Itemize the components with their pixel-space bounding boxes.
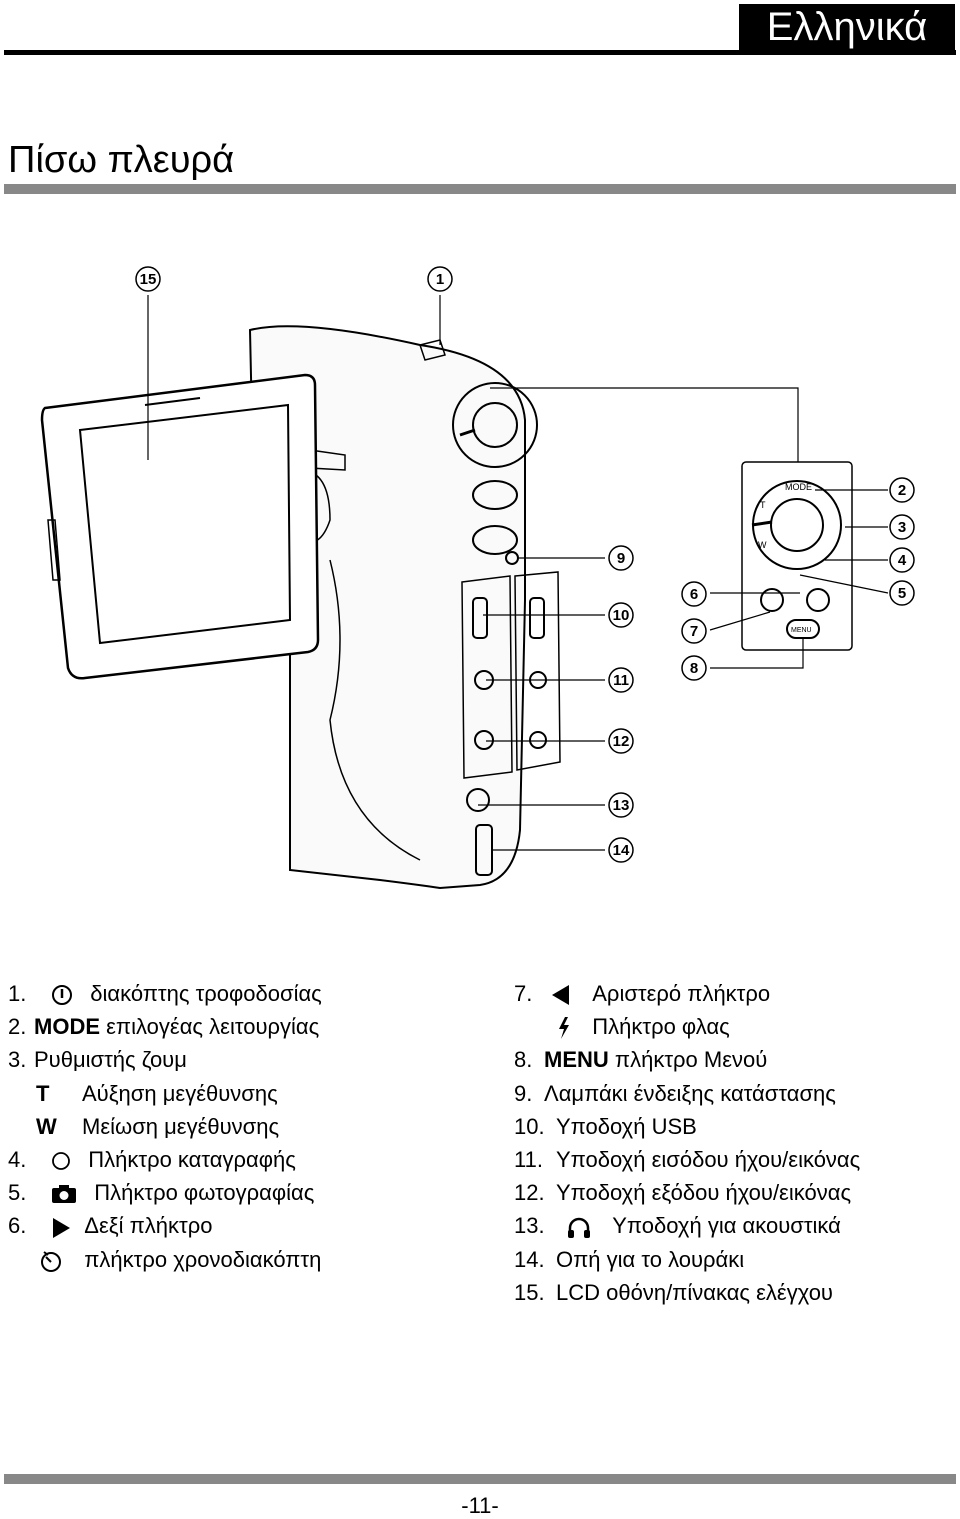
svg-text:13: 13 — [613, 797, 630, 814]
record-icon — [52, 1152, 71, 1171]
svg-text:4: 4 — [898, 552, 907, 569]
svg-text:3: 3 — [898, 519, 906, 536]
svg-text:2: 2 — [898, 482, 906, 499]
svg-text:14: 14 — [613, 842, 630, 859]
legend-item-mode: 2.MODE επιλογέας λειτουργίας — [8, 1014, 320, 1040]
legend-item-power: 1. διακόπτης τροφοδοσίας — [8, 981, 322, 1006]
callout-7: 7 — [681, 618, 707, 644]
callout-5: 5 — [889, 580, 915, 606]
callout-8: 8 — [681, 655, 707, 681]
legend-item-status-led: 9.Λαμπάκι ένδειξης κατάστασης — [514, 1080, 836, 1106]
callout-12: 12 — [608, 728, 634, 754]
callout-6: 6 — [681, 581, 707, 607]
right-arrow-icon — [53, 1217, 71, 1238]
legend-item-flash: Πλήκτρο φλας — [514, 1010, 860, 1043]
svg-text:7: 7 — [690, 623, 698, 640]
camera-icon — [52, 1185, 77, 1204]
legend-item-av-in: 11.Υποδοχή εισόδου ήχου/εικόνας — [514, 1146, 861, 1172]
legend-item-right: 6. Δεξί πλήκτρο — [8, 1213, 213, 1239]
camcorder-back-diagram: MODE T W MENU 15 1 2 3 4 5 6 7 8 9 10 11… — [40, 266, 915, 890]
power-icon — [52, 985, 73, 1006]
section-title: Πίσω πλευρά — [8, 139, 235, 181]
legend-item-av-out: 12.Υποδοχή εξόδου ήχου/εικόνας — [514, 1180, 852, 1206]
legend-item-lcd: 15.LCD οθόνη/πίνακας ελέγχου — [514, 1279, 833, 1305]
svg-text:11: 11 — [613, 672, 629, 689]
page-number: -11- — [461, 1493, 499, 1518]
svg-text:10: 10 — [613, 607, 630, 624]
mode-label: MODE — [785, 482, 812, 492]
svg-text:12: 12 — [613, 733, 630, 750]
svg-text:9: 9 — [617, 550, 625, 567]
callout-10: 10 — [608, 602, 634, 628]
callout-4: 4 — [889, 547, 915, 573]
callout-15: 15 — [135, 266, 161, 292]
legend-item-photo: 5. Πλήκτρο φωτογραφίας — [8, 1180, 315, 1206]
legend-right: 7. Αριστερό πλήκτρο Πλήκτρο φλας 8.MENU … — [514, 977, 860, 1309]
legend-item-self-timer: πλήκτρο χρονοδιακόπτη — [8, 1243, 322, 1276]
svg-text:1: 1 — [436, 271, 444, 288]
callout-11: 11 — [608, 667, 634, 693]
self-timer-icon — [41, 1250, 62, 1272]
legend-item-record: 4. Πλήκτρο καταγραφής — [8, 1146, 296, 1172]
title-rule — [4, 184, 956, 194]
callout-9: 9 — [608, 545, 634, 571]
menu-label: MENU — [791, 627, 812, 634]
tele-label: T — [760, 500, 766, 510]
legend-item-headphones: 13. Υποδοχή για ακουστικά — [514, 1213, 841, 1239]
legend-item-usb: 10.Υποδοχή USB — [514, 1113, 697, 1139]
svg-text:15: 15 — [140, 271, 157, 288]
left-arrow-icon — [552, 985, 570, 1006]
wide-label: W — [758, 540, 767, 550]
header-rule — [4, 50, 956, 55]
callout-3: 3 — [889, 514, 915, 540]
legend-item-zoom: 3.Ρυθμιστής ζουμ — [8, 1047, 187, 1073]
svg-text:5: 5 — [898, 585, 906, 602]
callout-2: 2 — [889, 477, 915, 503]
svg-text:6: 6 — [690, 586, 698, 603]
language-badge: Ελληνικά — [739, 4, 955, 50]
svg-text:8: 8 — [690, 660, 698, 677]
legend-item-menu: 8.MENU πλήκτρο Μενού — [514, 1047, 768, 1073]
legend-item-strap: 14.Οπή για το λουράκι — [514, 1246, 745, 1272]
callout-1: 1 — [427, 266, 453, 292]
callout-14: 14 — [608, 837, 634, 863]
headphones-icon — [568, 1217, 591, 1238]
legend-left: 1. διακόπτης τροφοδοσίας 2.MODE επιλογέα… — [8, 977, 322, 1276]
flash-icon — [559, 1017, 570, 1040]
legend-item-left: 7. Αριστερό πλήκτρο — [514, 981, 771, 1006]
callout-13: 13 — [608, 792, 634, 818]
footer-rule — [4, 1474, 956, 1484]
